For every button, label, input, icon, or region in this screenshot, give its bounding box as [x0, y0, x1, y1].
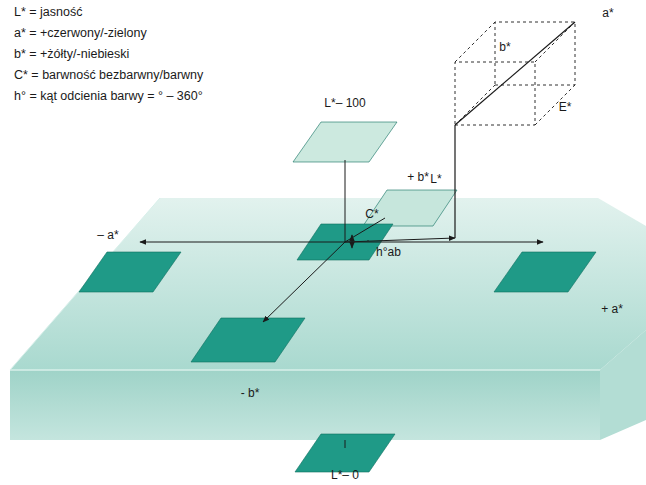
cube-label: a*	[602, 6, 613, 20]
minus-a-square	[79, 252, 181, 292]
b-axis	[345, 218, 385, 242]
slab-side	[600, 330, 646, 440]
chroma-label: C*	[365, 207, 378, 221]
b-axis	[263, 242, 345, 322]
slab-front	[10, 370, 600, 440]
legend-line: b* = +żółty/-niebieski	[14, 47, 129, 62]
axis-label: + b*	[407, 170, 429, 184]
legend-line: a* = +czerwony/-zielony	[14, 26, 147, 41]
color-squares	[79, 122, 596, 472]
slab-top	[10, 198, 646, 370]
axis-label: L*– 0	[331, 468, 359, 482]
minus-b-square	[191, 318, 305, 362]
l100-square	[293, 122, 397, 162]
slab-edge	[10, 369, 600, 371]
hue-label: h°ab	[376, 245, 401, 259]
hue-angle	[352, 235, 353, 248]
hue-arc	[368, 240, 369, 241]
plus-a-square	[494, 252, 596, 292]
l-axis	[345, 160, 346, 242]
cube-label: b*	[499, 40, 510, 54]
legend-line: C* = barwność bezbarwny/barwny	[14, 68, 203, 83]
plus-b-square	[363, 190, 457, 226]
axis-label: L*– 100	[324, 96, 365, 110]
cube-label: L*	[430, 172, 441, 186]
e-vector	[455, 22, 575, 125]
cube-label: E*	[559, 100, 572, 114]
l0-square	[295, 434, 395, 472]
delta-cube	[455, 22, 575, 125]
a-axis	[140, 242, 543, 243]
legend-line: h° = kąt odcienia barwy = ° – 360°	[14, 89, 203, 104]
chroma-arrow	[345, 238, 455, 242]
l-axis	[345, 440, 346, 448]
legend-line: L* = jasność	[14, 5, 82, 20]
axis-label: + a*	[601, 302, 623, 316]
axis-label: – a*	[97, 228, 118, 242]
axis-label: - b*	[241, 386, 260, 400]
l-vector	[454, 125, 455, 238]
